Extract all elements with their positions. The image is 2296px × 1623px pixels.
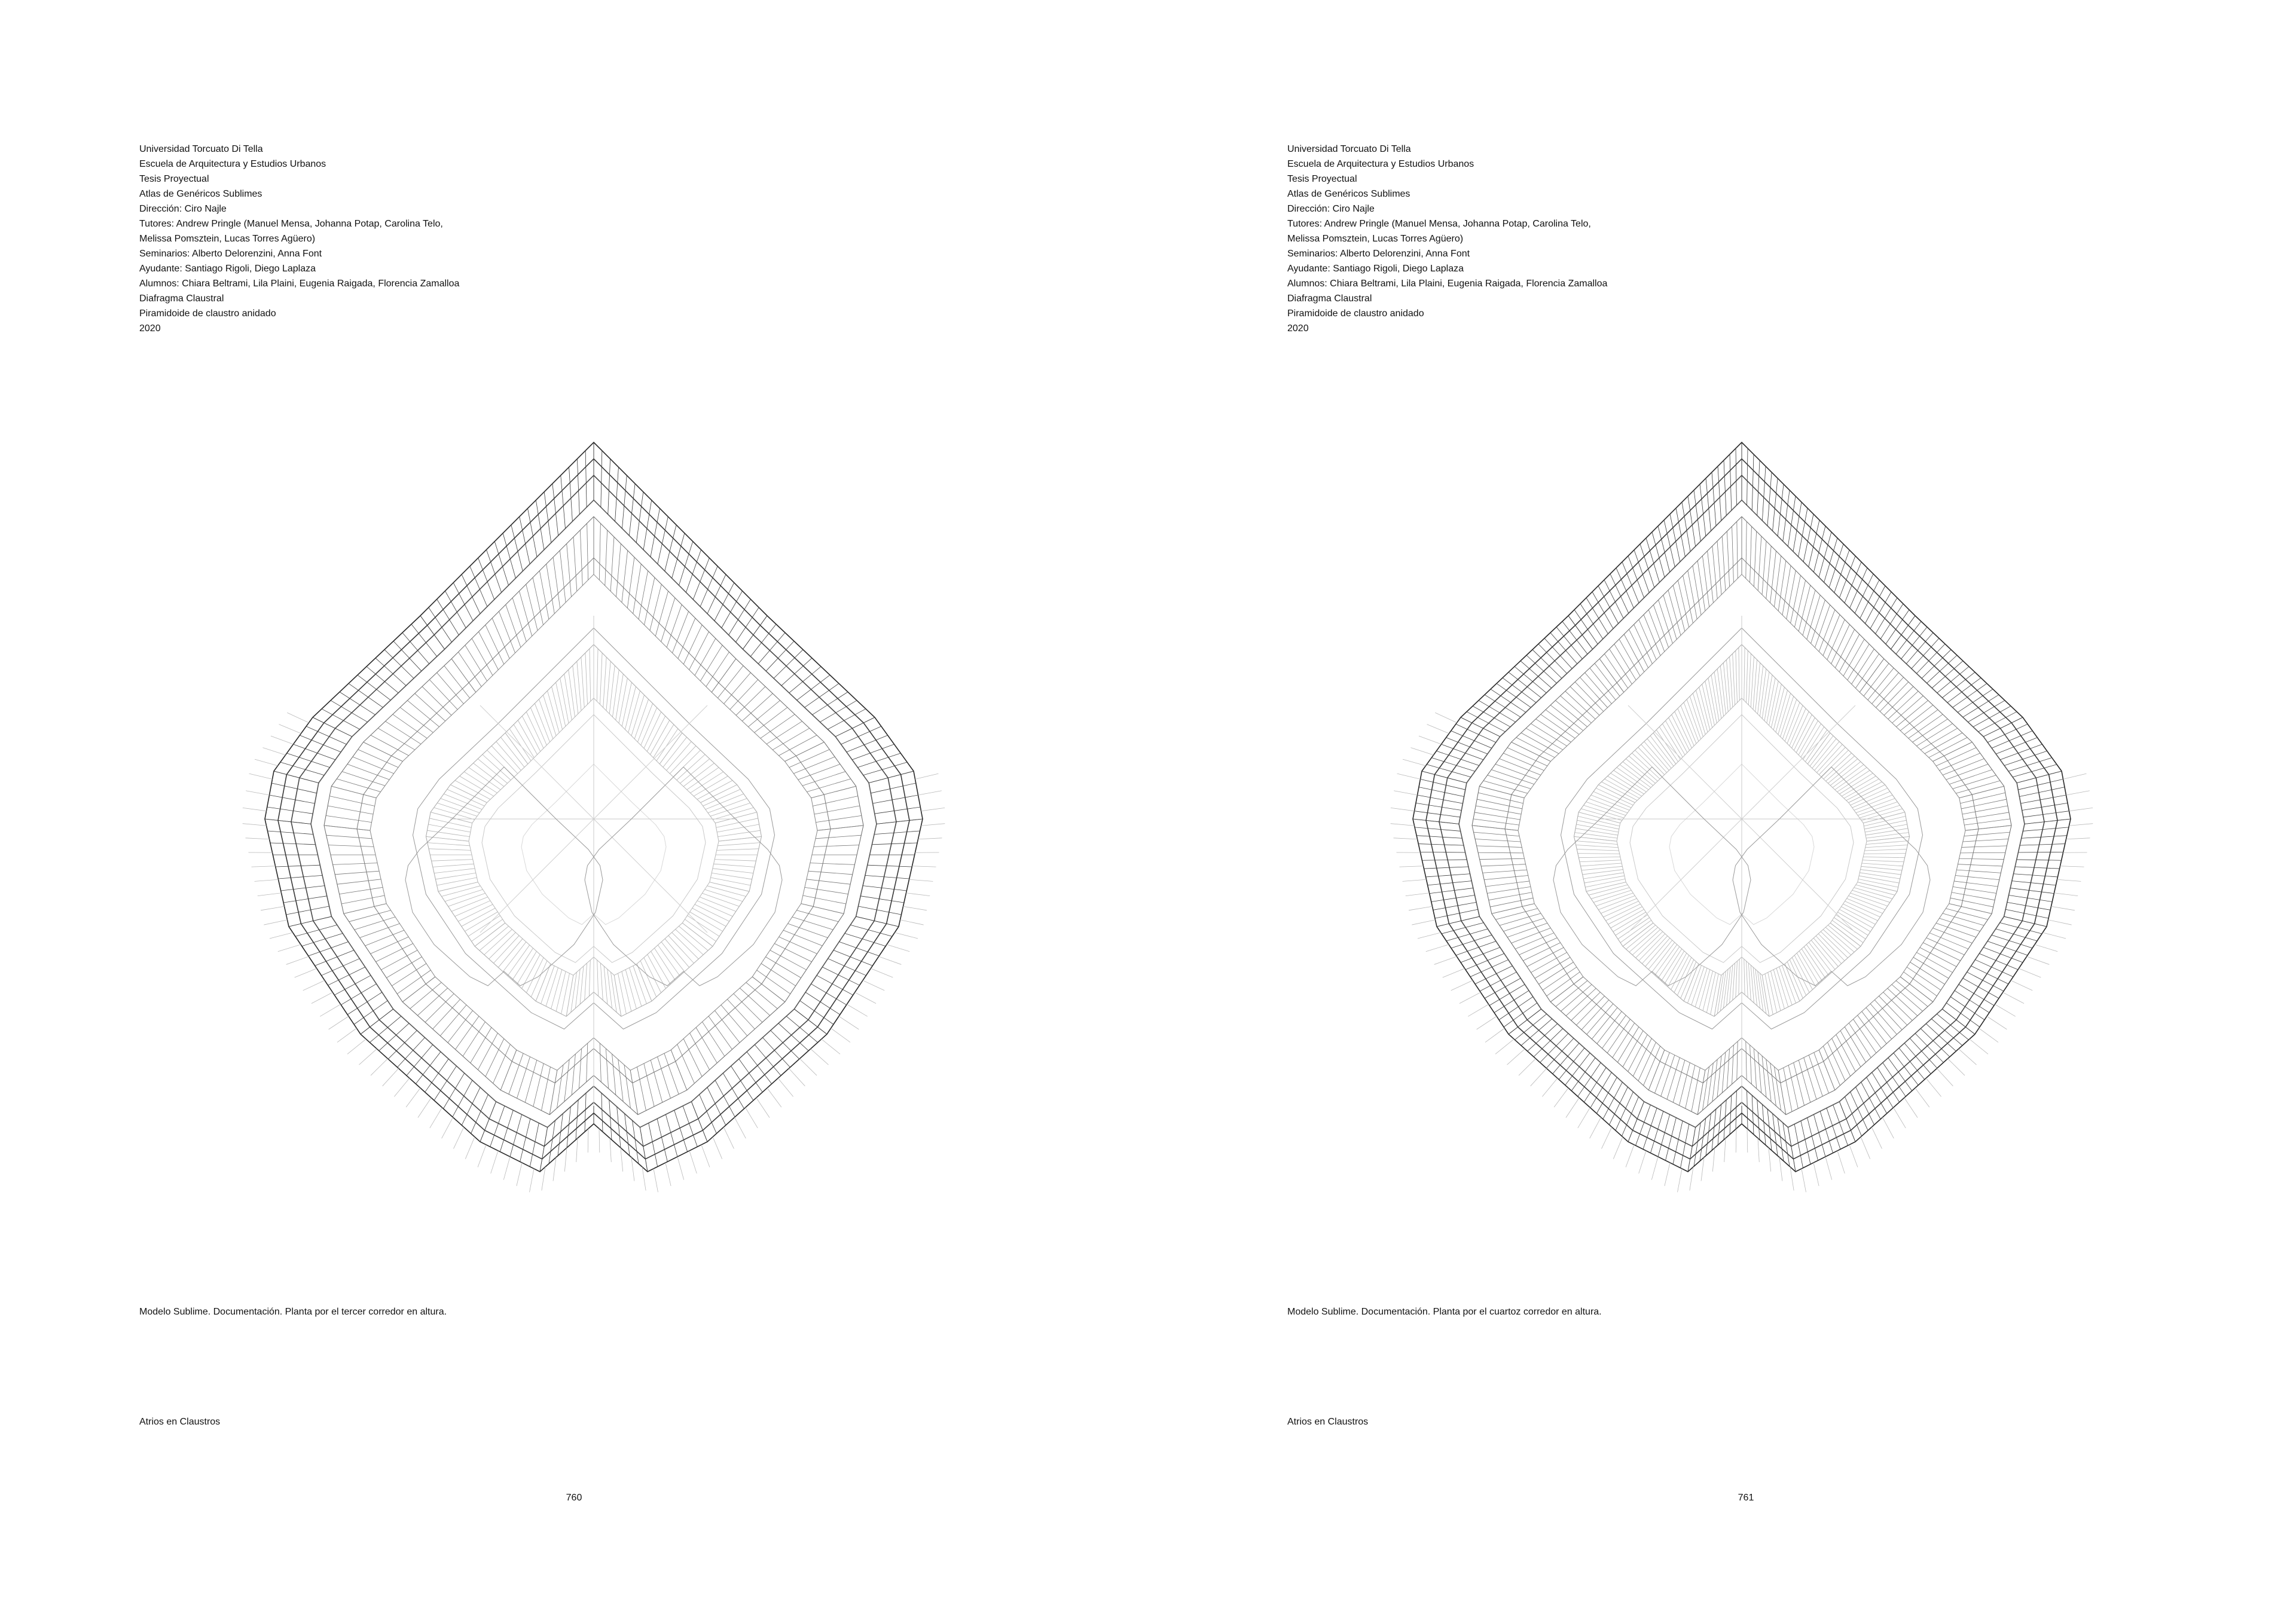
section-title: Atrios en Claustros	[1287, 1417, 1369, 1427]
credit-university: Universidad Torcuato Di Tella	[139, 144, 263, 154]
credit-students: Alumnos: Chiara Beltrami, Lila Plaini, E…	[139, 279, 460, 289]
figure-caption: Modelo Sublime. Documentación. Planta po…	[139, 1307, 447, 1317]
credit-atlas: Atlas de Genéricos Sublimes	[139, 189, 262, 199]
credit-school: Escuela de Arquitectura y Estudios Urban…	[1287, 159, 1474, 169]
figure-caption: Modelo Sublime. Documentación. Planta po…	[1287, 1307, 1602, 1317]
credits-block: Universidad Torcuato Di Tella Escuela de…	[1287, 142, 1706, 336]
credit-students: Alumnos: Chiara Beltrami, Lila Plaini, E…	[1287, 279, 1608, 289]
credit-project: Diafragma Claustral	[1287, 294, 1372, 304]
credit-project: Diafragma Claustral	[139, 294, 224, 304]
page-number: 760	[566, 1493, 582, 1503]
page-right: Universidad Torcuato Di Tella Escuela de…	[1148, 0, 2296, 1623]
credit-direction: Dirección: Ciro Najle	[139, 204, 227, 214]
credit-tutors: Tutores: Andrew Pringle (Manuel Mensa, J…	[139, 219, 443, 244]
floor-plan-drawing	[1317, 436, 2166, 1196]
credit-year: 2020	[1287, 323, 1309, 334]
credit-tutors: Tutores: Andrew Pringle (Manuel Mensa, J…	[1287, 219, 1591, 244]
credit-school: Escuela de Arquitectura y Estudios Urban…	[139, 159, 326, 169]
credit-assistant: Ayudante: Santiago Rigoli, Diego Laplaza	[1287, 264, 1464, 274]
credit-atlas: Atlas de Genéricos Sublimes	[1287, 189, 1410, 199]
credit-subtitle: Piramidoide de claustro anidado	[139, 308, 276, 319]
credit-seminars: Seminarios: Alberto Delorenzini, Anna Fo…	[139, 249, 322, 259]
credit-thesis: Tesis Proyectual	[1287, 174, 1357, 184]
page-number: 761	[1738, 1493, 1754, 1503]
credit-subtitle: Piramidoide de claustro anidado	[1287, 308, 1424, 319]
credit-seminars: Seminarios: Alberto Delorenzini, Anna Fo…	[1287, 249, 1470, 259]
page-left: Universidad Torcuato Di Tella Escuela de…	[139, 142, 1018, 1503]
credit-year: 2020	[139, 323, 161, 334]
credits-block: Universidad Torcuato Di Tella Escuela de…	[139, 142, 558, 336]
credit-university: Universidad Torcuato Di Tella	[1287, 144, 1411, 154]
credit-direction: Dirección: Ciro Najle	[1287, 204, 1375, 214]
floor-plan-drawing	[169, 436, 1018, 1196]
section-title: Atrios en Claustros	[139, 1417, 221, 1427]
credit-assistant: Ayudante: Santiago Rigoli, Diego Laplaza	[139, 264, 316, 274]
credit-thesis: Tesis Proyectual	[139, 174, 209, 184]
